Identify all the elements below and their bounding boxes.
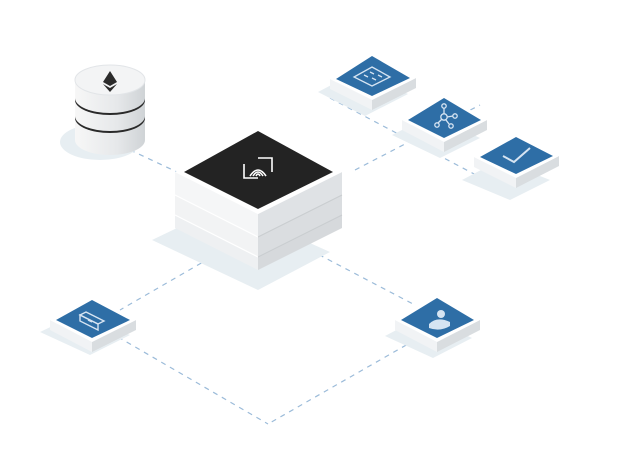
mobile-tile (40, 296, 136, 355)
network-nodes-icon (434, 103, 458, 129)
connector-hub-database (129, 149, 206, 186)
ethereum-icon (103, 71, 117, 92)
user-tile (385, 294, 480, 358)
dashboard-tile (318, 52, 416, 116)
connector-hub-user (309, 249, 416, 306)
database-node (60, 64, 146, 160)
dashboard-panel-icon (352, 66, 392, 87)
hub-node (152, 125, 343, 290)
connector-hub-mobile (119, 257, 211, 311)
fingerprint-scan-icon (243, 157, 273, 179)
user-profile-icon (429, 310, 450, 330)
connector-user-bottom (267, 339, 416, 425)
connector-mobile-bottom (117, 336, 269, 425)
verified-tile (462, 133, 559, 200)
mobile-device-icon (78, 311, 106, 332)
network-tile (392, 94, 487, 158)
checkmark-icon (502, 147, 531, 164)
